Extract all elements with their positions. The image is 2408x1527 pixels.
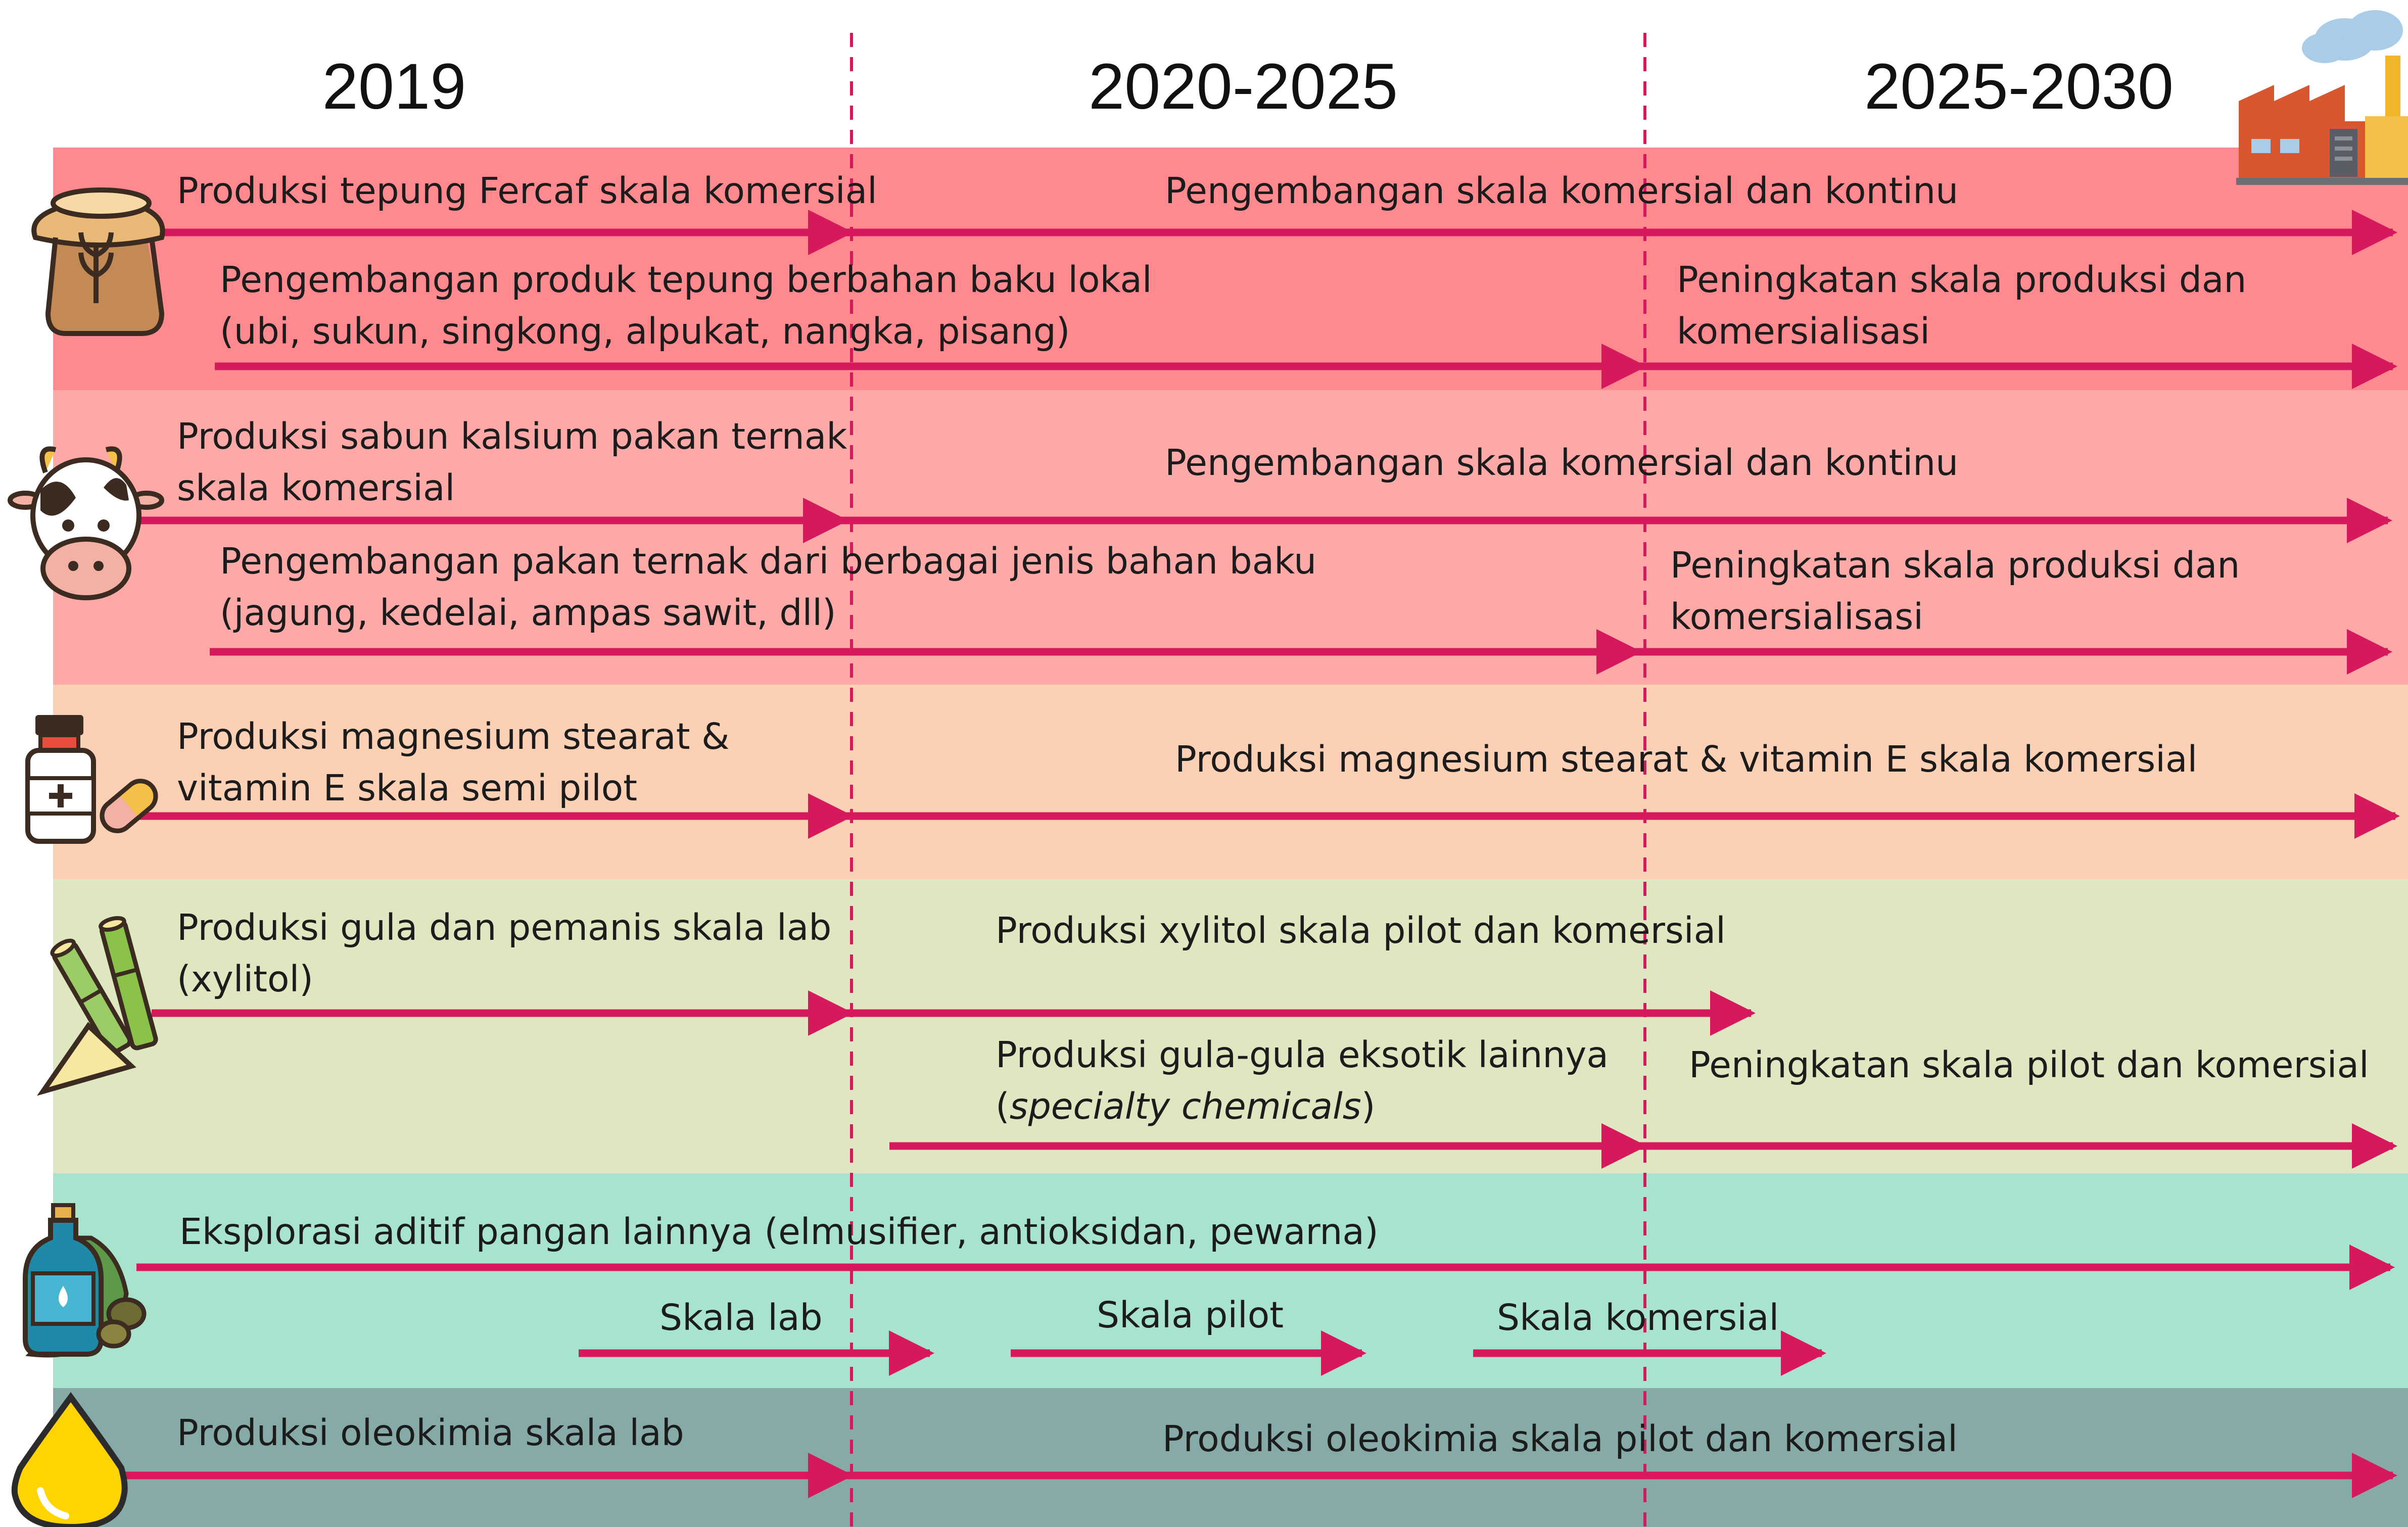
band-oleo: [53, 1388, 2408, 1527]
band-sugar: [53, 879, 2408, 1173]
feed-b1-line1: Pengembangan pakan ternak dari berbagai …: [220, 540, 1316, 582]
band-pharma: [53, 685, 2408, 879]
band-flour: [53, 148, 2408, 390]
additive-a1-text: Eksplorasi aditif pangan lainnya (elmusi…: [179, 1211, 1379, 1253]
feed-b1-line2: (jagung, kedelai, ampas sawit, dll): [220, 592, 836, 634]
flour-b2-line2: komersialisasi: [1677, 310, 1930, 352]
flour-b1-line1: Pengembangan produk tepung berbahan baku…: [220, 259, 1152, 301]
sugar-b1-paren-close: ): [1361, 1085, 1376, 1127]
period-2020-2025: 2020-2025: [1089, 51, 1398, 123]
oil-bottle-icon: [23, 1203, 147, 1358]
flour-b2-line1: Peningkatan skala produksi dan: [1677, 259, 2246, 301]
feed-a1-line2: skala komersial: [177, 467, 455, 509]
oleo-a2-text: Produksi oleokimia skala pilot dan komer…: [1162, 1418, 1958, 1460]
sugar-b2-text: Peningkatan skala pilot dan komersial: [1689, 1044, 2369, 1086]
sugar-b1-italic: specialty chemicals: [1010, 1085, 1361, 1127]
factory-icon: [2236, 10, 2408, 185]
period-2019: 2019: [322, 51, 466, 123]
additive-s2-text: Skala pilot: [1097, 1294, 1284, 1336]
feed-b2-line1: Peningkatan skala produksi dan: [1670, 544, 2240, 586]
flour-sack-icon: [31, 187, 165, 336]
pharma-a1-line1: Produksi magnesium stearat &: [177, 715, 729, 757]
sugar-b1-line2: (specialty chemicals): [996, 1085, 1375, 1127]
additive-s1-text: Skala lab: [659, 1297, 823, 1339]
period-2025-2030: 2025-2030: [1864, 51, 2174, 123]
feed-a1-line1: Produksi sabun kalsium pakan ternak: [177, 415, 847, 457]
flour-a2-text: Pengembangan skala komersial dan kontinu: [1165, 170, 1958, 212]
flour-a1-text: Produksi tepung Fercaf skala komersial: [177, 170, 877, 212]
feed-b2-line2: komersialisasi: [1670, 596, 1923, 638]
sugarcane-icon: [36, 916, 158, 1096]
cow-icon: [8, 446, 164, 600]
feed-a2-text: Pengembangan skala komersial dan kontinu: [1165, 442, 1958, 484]
sugar-a1-line1: Produksi gula dan pemanis skala lab: [177, 906, 831, 948]
flour-b1-line2: (ubi, sukun, singkong, alpukat, nangka, …: [220, 310, 1070, 352]
oleo-a1-text: Produksi oleokimia skala lab: [177, 1412, 684, 1454]
pharma-a1-line2: vitamin E skala semi pilot: [177, 767, 637, 809]
sugar-b1-paren-open: (: [996, 1085, 1010, 1127]
additive-s3-text: Skala komersial: [1497, 1297, 1779, 1339]
oil-drop-icon: [11, 1392, 128, 1527]
medicine-icon: [25, 715, 158, 844]
sugar-a1-line2: (xylitol): [177, 958, 313, 1000]
pharma-a2-text: Produksi magnesium stearat & vitamin E s…: [1175, 738, 2197, 780]
sugar-b1-line1: Produksi gula-gula eksotik lainnya: [996, 1034, 1609, 1076]
sugar-a2-text: Produksi xylitol skala pilot dan komersi…: [996, 910, 1726, 951]
band-feed: [53, 390, 2408, 685]
